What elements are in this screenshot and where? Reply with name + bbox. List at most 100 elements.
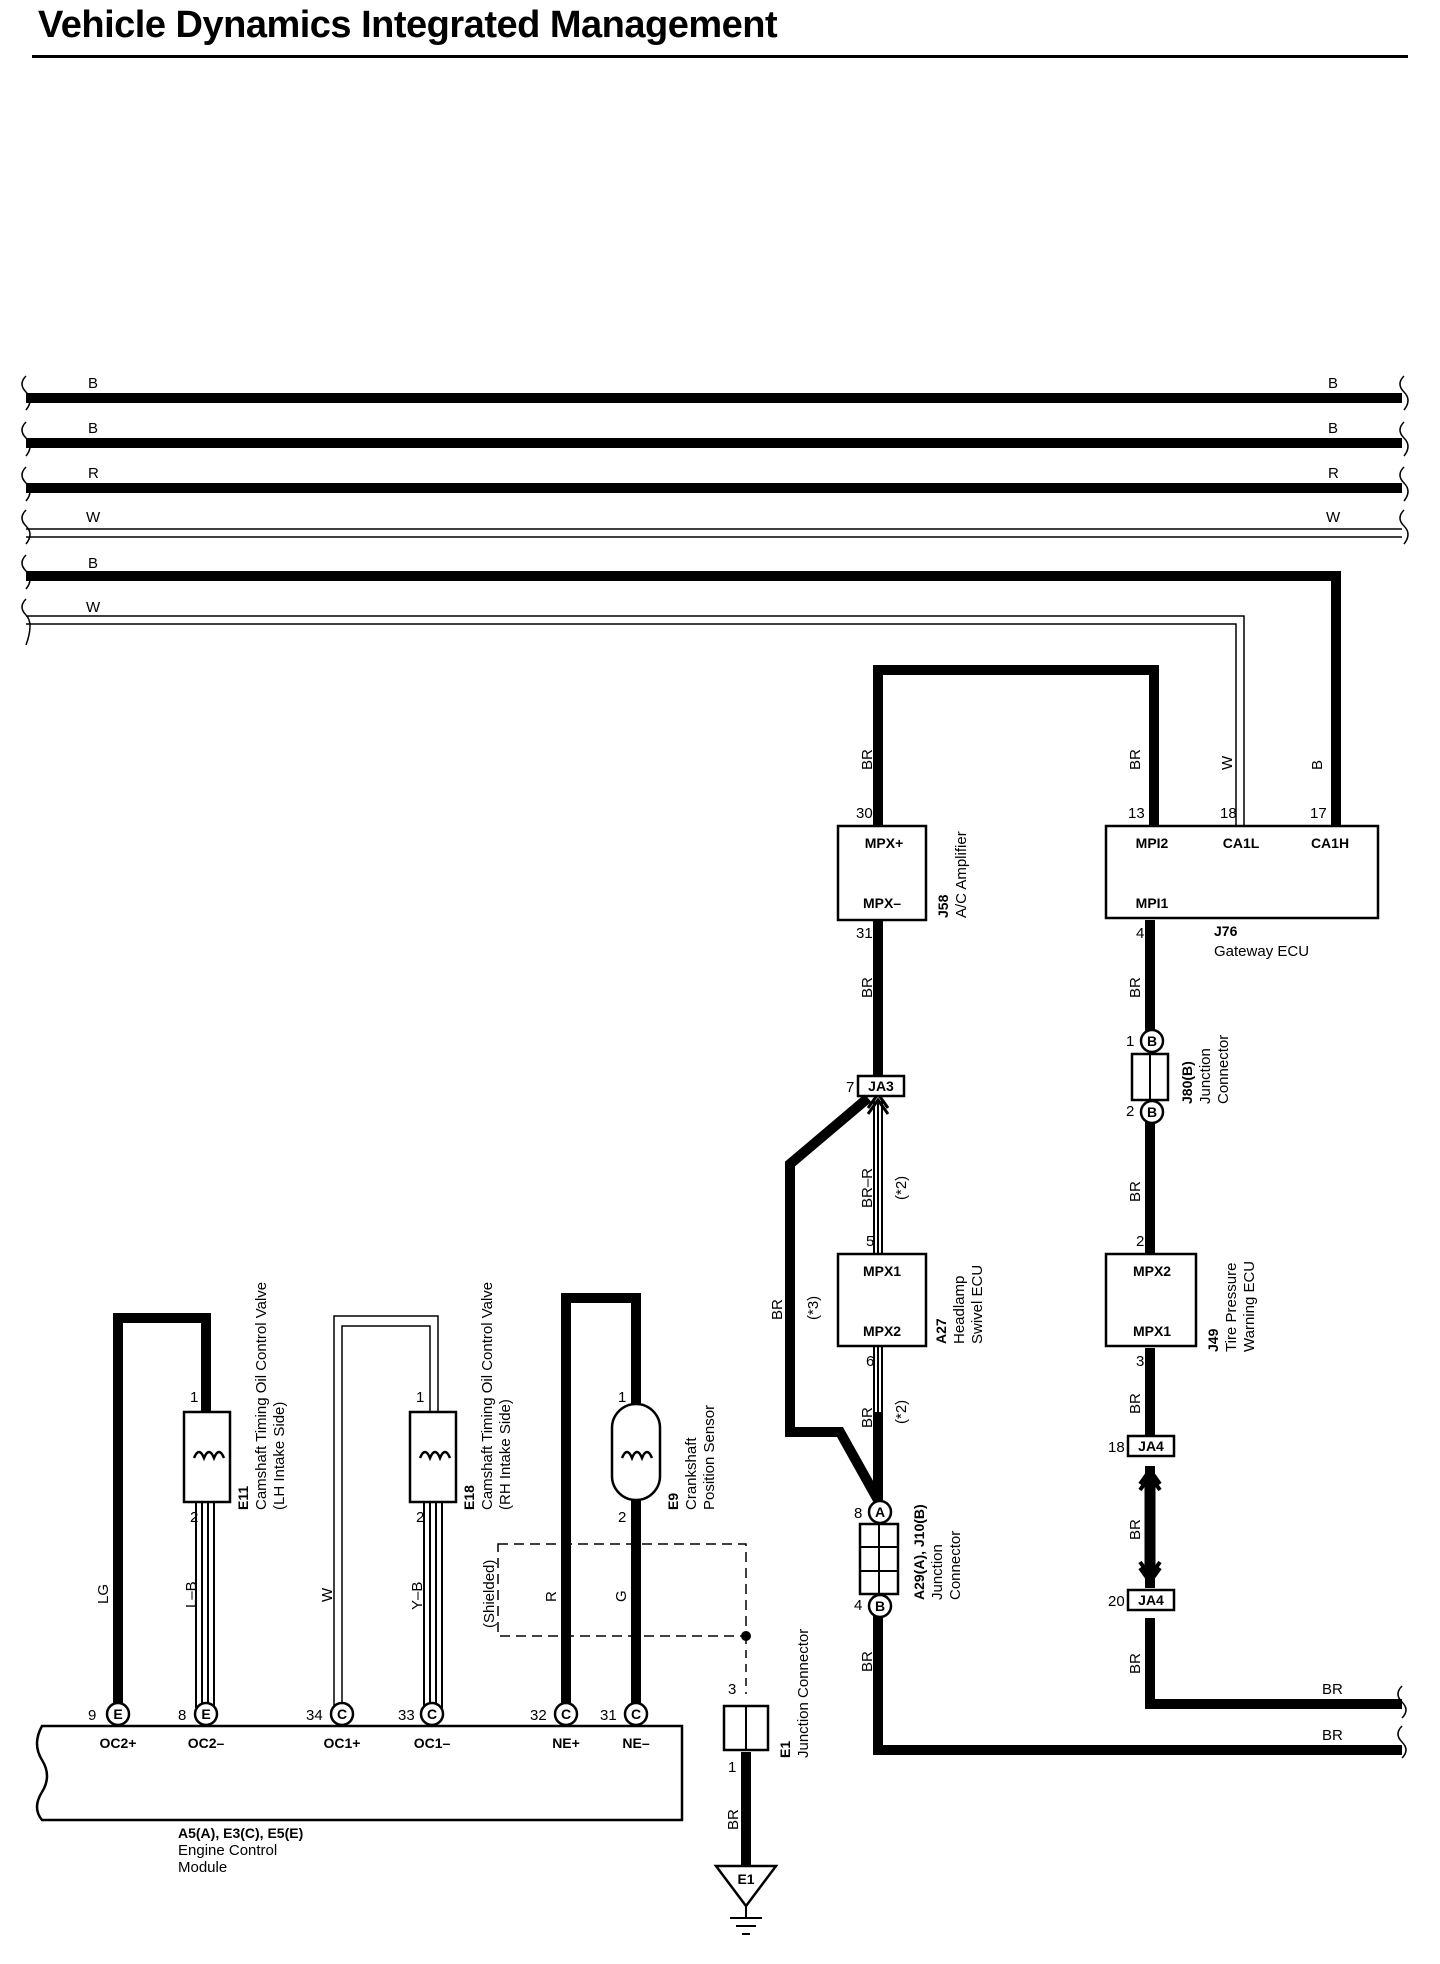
module-id: E1 [777, 1741, 793, 1758]
module-id: J49 [1205, 1328, 1221, 1352]
svg-text:C: C [427, 1706, 437, 1722]
svg-text:L–B: L–B [183, 1581, 200, 1608]
svg-text:(Shielded): (Shielded) [481, 1560, 498, 1628]
module-name: Tire Pressure [1223, 1263, 1240, 1352]
svg-text:(*2): (*2) [893, 1176, 910, 1200]
svg-text:BR: BR [1127, 749, 1144, 770]
svg-text:33: 33 [398, 1707, 415, 1724]
svg-text:32: 32 [530, 1707, 547, 1724]
pin-circle [867, 1593, 893, 1619]
svg-text:E1: E1 [737, 1871, 754, 1887]
bus-label: B [1328, 375, 1338, 392]
junction-connector-e1: 3 1 E1 Junction Connector [722, 1629, 812, 1776]
bus-label: W [86, 509, 101, 526]
svg-text:E: E [113, 1706, 122, 1722]
svg-text:4: 4 [1136, 925, 1144, 942]
svg-text:(*3): (*3) [805, 1296, 822, 1320]
module-j76: MPI2 CA1L CA1H MPI1 J76 Gateway ECU [1104, 824, 1380, 960]
svg-text:E: E [201, 1706, 210, 1722]
module-name: Engine Control [178, 1842, 277, 1859]
svg-text:31: 31 [856, 925, 873, 942]
module-name: Module [178, 1859, 227, 1876]
svg-text:1: 1 [618, 1389, 626, 1406]
module-name: Headlamp [951, 1276, 968, 1344]
svg-text:W: W [1219, 755, 1236, 770]
bus-label: W [86, 599, 101, 616]
svg-text:BR: BR [725, 1809, 742, 1830]
module-name: Junction [1197, 1048, 1214, 1104]
module-name: Connector [1215, 1035, 1232, 1104]
svg-text:34: 34 [306, 1707, 323, 1724]
pin-letter: B [875, 1598, 885, 1614]
module-name: Position Sensor [701, 1405, 718, 1510]
harness-left [113, 1293, 751, 1868]
title-underline [32, 55, 1408, 58]
svg-text:13: 13 [1128, 805, 1145, 822]
svg-text:1: 1 [190, 1389, 198, 1406]
module-name: Camshaft Timing Oil Control Valve [479, 1282, 496, 1510]
svg-text:2: 2 [190, 1509, 198, 1526]
pin-label: MPX2 [1133, 1263, 1171, 1279]
bus-label: B [88, 555, 98, 572]
sensor-e9: 1 2 E9 Crankshaft Position Sensor [610, 1389, 718, 1526]
module-name: Warning ECU [1241, 1261, 1258, 1352]
svg-text:1: 1 [728, 1759, 736, 1776]
pin-label: OC2+ [100, 1735, 137, 1751]
svg-text:2: 2 [1136, 1233, 1144, 1250]
pin-label: MPX1 [863, 1263, 901, 1279]
connector-ja4-bottom: JA4 [1126, 1588, 1176, 1612]
svg-text:8: 8 [178, 1707, 186, 1724]
module-name: Connector [947, 1531, 964, 1600]
svg-text:C: C [631, 1706, 641, 1722]
svg-text:BR–R: BR–R [859, 1168, 876, 1208]
junction-connector-j80: B B J80(B) Junction Connector [1130, 1028, 1232, 1125]
module-a27: MPX1 MPX2 A27 Headlamp Swivel ECU [836, 1252, 986, 1348]
svg-text:18: 18 [1108, 1439, 1125, 1456]
pin-label: MPX1 [1133, 1323, 1171, 1339]
module-id: A5(A), E3(C), E5(E) [178, 1825, 303, 1841]
pin-label: CA1L [1223, 835, 1260, 851]
svg-text:BR: BR [1322, 1727, 1343, 1744]
pin-letter: B [1147, 1033, 1157, 1049]
svg-text:BR: BR [1322, 1681, 1343, 1698]
svg-text:C: C [561, 1706, 571, 1722]
junction-connector-a29: A B A29(A), J10(B) Junction Connector [858, 1499, 964, 1619]
bus-wires [21, 375, 1409, 826]
svg-text:G: G [613, 1590, 630, 1602]
svg-text:9: 9 [88, 1707, 96, 1724]
svg-text:5: 5 [866, 1233, 874, 1250]
bus-wire-5 [26, 571, 1341, 826]
svg-text:BR: BR [859, 1407, 876, 1428]
pin-label: OC1– [414, 1735, 451, 1751]
module-name: Camshaft Timing Oil Control Valve [253, 1282, 270, 1510]
module-name: (LH Intake Side) [271, 1402, 288, 1510]
wire-labels-left: LG L–B W Y–B (Shielded) R G BR [95, 1560, 742, 1830]
svg-text:4: 4 [854, 1597, 862, 1614]
pin-label: OC2– [188, 1735, 225, 1751]
svg-text:BR: BR [1127, 1653, 1144, 1674]
pin-label: MPX+ [865, 835, 904, 851]
module-id: E11 [235, 1486, 251, 1510]
bus-label: R [1328, 465, 1339, 482]
svg-text:8: 8 [854, 1505, 862, 1522]
module-id: E18 [461, 1485, 477, 1510]
bus-wire-6a [26, 615, 1245, 826]
svg-text:BR: BR [859, 749, 876, 770]
pin-label: MPI1 [1136, 895, 1169, 911]
svg-text:BR: BR [1127, 1181, 1144, 1202]
bus-label: B [88, 420, 98, 437]
svg-text:W: W [319, 1587, 336, 1602]
pin-letter: A [875, 1504, 885, 1520]
svg-text:JA4: JA4 [1138, 1592, 1164, 1608]
svg-text:BR: BR [1127, 977, 1144, 998]
module-j58: MPX+ MPX– J58 A/C Amplifier [836, 824, 970, 922]
module-id: J58 [935, 894, 951, 918]
svg-text:1: 1 [1126, 1033, 1134, 1050]
module-name: Gateway ECU [1214, 943, 1309, 960]
svg-text:1: 1 [416, 1389, 424, 1406]
module-j49: MPX2 MPX1 J49 Tire Pressure Warning ECU [1104, 1252, 1258, 1352]
pin-label: NE– [622, 1735, 649, 1751]
svg-text:R: R [543, 1591, 560, 1602]
pin-circle [1139, 1028, 1165, 1054]
ground-e1: E1 [713, 1864, 779, 1935]
